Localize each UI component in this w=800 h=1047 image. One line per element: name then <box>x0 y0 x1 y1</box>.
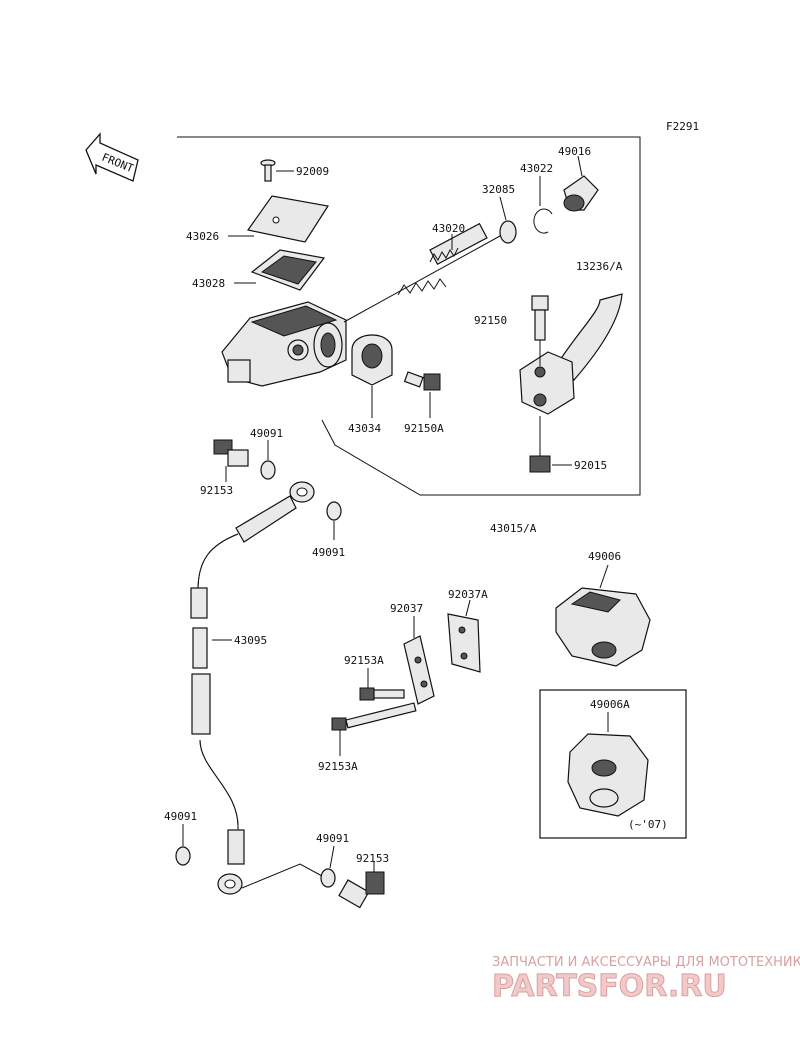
washer-49091-lower-b <box>320 845 336 888</box>
bolt-92150 <box>531 295 549 366</box>
screw-92009 <box>260 159 294 182</box>
label-32085: 32085 <box>482 183 515 196</box>
label-43022: 43022 <box>520 162 553 175</box>
reservoir-cap-43026 <box>228 195 329 243</box>
diaphragm-43028 <box>234 249 326 291</box>
variant-box-49006a <box>539 689 687 839</box>
label-92153a-upper: 92153A <box>344 654 384 667</box>
bracket-92037 <box>403 616 435 705</box>
front-arrow-icon: FRONT <box>85 132 139 182</box>
nut-92015 <box>529 416 572 473</box>
brake-lever-13236 <box>519 293 623 415</box>
switch-housing-49006 <box>555 564 651 667</box>
master-cylinder-body <box>221 301 347 387</box>
label-92153a-lower: 92153A <box>318 760 358 773</box>
label-up-to-07: (~'07) <box>628 818 668 831</box>
switch-housing-49006a <box>567 712 649 817</box>
label-49016: 49016 <box>558 145 591 158</box>
label-43034: 43034 <box>348 422 381 435</box>
clamp-43034 <box>351 334 393 418</box>
label-49091-lower-b: 49091 <box>316 832 349 845</box>
banjo-bolt-92153-lower <box>338 862 385 909</box>
label-43026: 43026 <box>186 230 219 243</box>
washer-49091-lower-a <box>175 824 191 866</box>
piston-axis-line <box>343 235 501 323</box>
label-92037: 92037 <box>390 602 423 615</box>
boot-49016 <box>563 155 599 212</box>
hose-leader-line <box>241 863 323 889</box>
watermark-tagline: ЗАПЧАСТИ И АКСЕССУАРЫ ДЛЯ МОТОТЕХНИКИ <box>492 955 800 970</box>
washer-32085 <box>499 196 517 244</box>
bolt-92153a-lower <box>331 702 417 756</box>
label-92153-lower: 92153 <box>356 852 389 865</box>
label-43095: 43095 <box>234 634 267 647</box>
label-49006a: 49006A <box>590 698 630 711</box>
label-49091-upper-a: 49091 <box>250 427 283 440</box>
banjo-bolt-92153-upper <box>213 439 249 482</box>
circlip-43022 <box>533 176 553 234</box>
figure-code: F2291 <box>666 120 699 133</box>
label-92150a: 92150A <box>404 422 444 435</box>
label-92037a: 92037A <box>448 588 488 601</box>
brake-hose-43095 <box>190 481 315 895</box>
label-92015: 92015 <box>574 459 607 472</box>
label-92009: 92009 <box>296 165 329 178</box>
bracket-92037a <box>447 599 481 673</box>
washer-49091-upper-b <box>326 501 342 540</box>
label-49091-upper-b: 49091 <box>312 546 345 559</box>
label-13236: 13236/A <box>576 260 623 273</box>
label-43015: 43015/A <box>490 522 537 535</box>
bolt-92150a <box>403 371 441 418</box>
label-92153-upper: 92153 <box>200 484 233 497</box>
washer-49091-upper-a <box>260 440 276 480</box>
bolt-92153a-upper <box>359 668 405 701</box>
label-43028: 43028 <box>192 277 225 290</box>
piston-spring-43020 <box>397 222 488 296</box>
assembly-outline <box>177 136 641 496</box>
watermark-logo: PARTSFOR.RU <box>492 969 727 1004</box>
label-49006: 49006 <box>588 550 621 563</box>
label-49091-lower-a: 49091 <box>164 810 197 823</box>
label-92150: 92150 <box>474 314 507 327</box>
label-43020: 43020 <box>432 222 465 235</box>
